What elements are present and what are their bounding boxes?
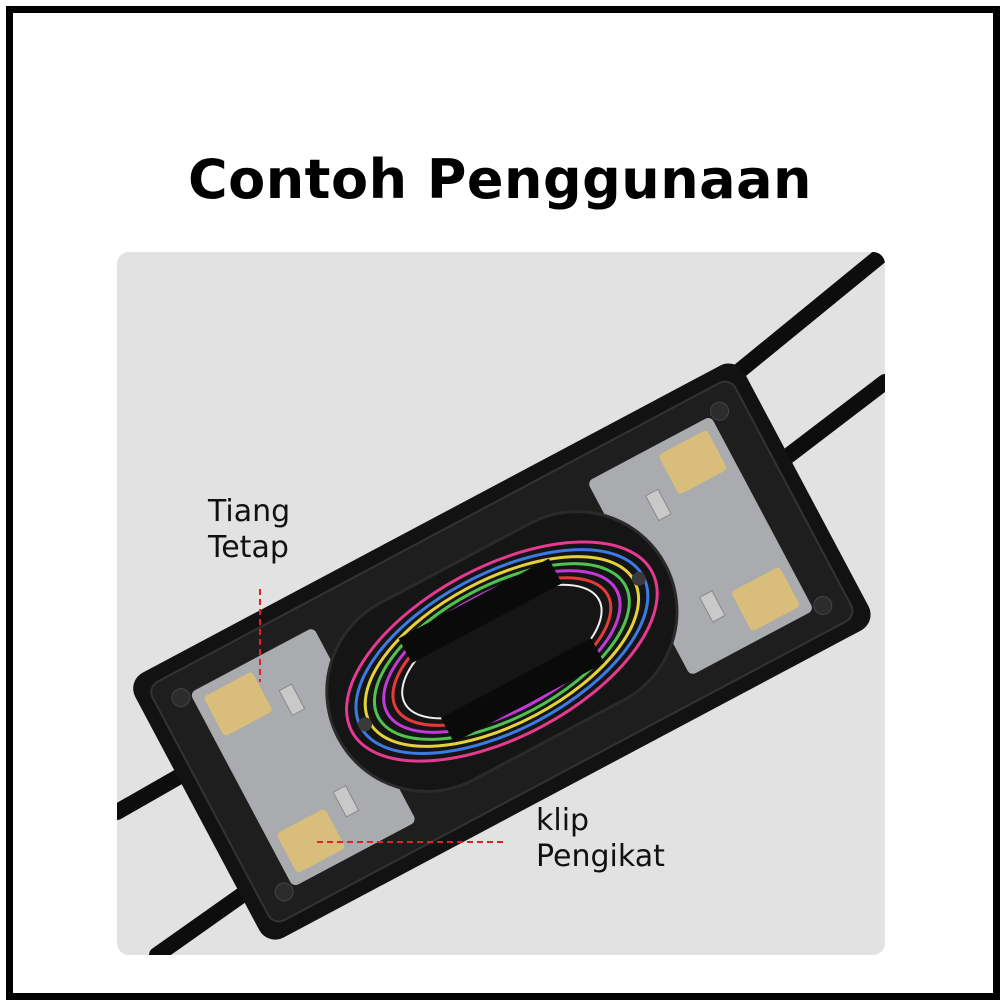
fixed-post-label-line1: Tiang: [208, 494, 291, 529]
product-image-panel: [117, 252, 885, 955]
page-title: Contoh Penggunaan: [188, 148, 812, 211]
fiber-splice-closure-photo: [117, 252, 885, 955]
fixed-post-label-line2: Tetap: [208, 530, 289, 565]
enclosure-base: [133, 363, 871, 940]
binding-clip-label-line1: klip: [536, 803, 590, 838]
fixed-post-label: Tiang Tetap: [208, 494, 290, 566]
binding-clip-label-line2: Pengikat: [536, 839, 665, 874]
binding-clip-label: klip Pengikat: [536, 803, 665, 875]
